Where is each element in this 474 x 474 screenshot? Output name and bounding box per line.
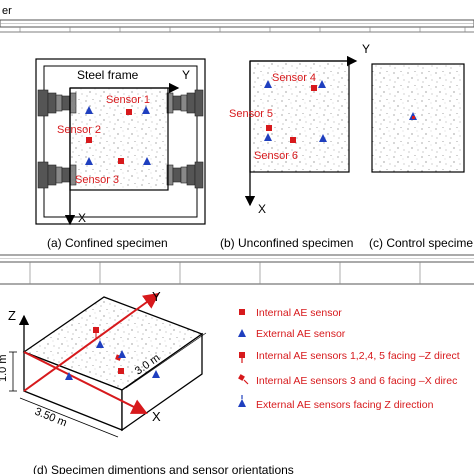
external-sensor-d1 — [96, 340, 104, 348]
clamp-right-bottom — [166, 161, 204, 189]
external-sensor-b3 — [264, 133, 272, 141]
legend-icon-external — [238, 329, 246, 337]
dim-height-label: 1.0 m — [0, 354, 9, 382]
dim-width-label: 3.50 m — [33, 406, 69, 430]
top-strip: er — [0, 5, 474, 33]
internal-sensor-5 — [266, 125, 272, 131]
caption-d: (d) Specimen dimentions and sensor orien… — [33, 463, 294, 474]
axis-x-label-b: X — [258, 202, 266, 216]
internal-sensor-4 — [311, 85, 317, 91]
legend-icon-internal — [239, 309, 245, 315]
axis-z-label: Z — [8, 308, 16, 323]
sensor-4-label: Sensor 4 — [272, 72, 316, 84]
panel-a: Steel frame Y X Sens — [35, 58, 206, 250]
external-sensor-b1 — [264, 80, 272, 88]
external-sensor-a2 — [142, 106, 150, 114]
sensor-1-label: Sensor 1 — [106, 94, 150, 106]
external-sensor-d2 — [118, 350, 126, 358]
unconfined-specimen — [249, 60, 350, 173]
axis-y-label-d: Y — [152, 289, 161, 304]
internal-sensor-2 — [86, 137, 92, 143]
steel-frame-label: Steel frame — [77, 68, 139, 82]
sensor-3-label: Sensor 3 — [75, 174, 119, 186]
sensor-6-label: Sensor 6 — [254, 150, 298, 162]
caption-a: (a) Confined specimen — [47, 236, 168, 250]
legend-facing-z: Internal AE sensors 1,2,4, 5 facing –Z d… — [256, 350, 460, 362]
panel-d: Z Y X 1.0 m 3.0 m 3.50 m Internal AE sen… — [0, 289, 460, 474]
legend-icon-facing-z — [239, 352, 245, 358]
legend-external-z: External AE sensors facing Z direction — [256, 399, 434, 411]
dim-width-line — [19, 397, 119, 438]
middle-strip — [0, 254, 474, 285]
panel-b: Y X Sensor 4 Sensor 5 Sensor 6 (b) Uncon… — [220, 42, 370, 250]
control-specimen — [371, 63, 465, 173]
axis-y-label-b: Y — [362, 42, 370, 56]
external-sensor-a3 — [85, 157, 93, 165]
panel-c: (c) Control specime — [369, 63, 473, 250]
legend: Internal AE sensor External AE sensor In… — [238, 307, 460, 411]
external-sensor-b4 — [319, 134, 327, 142]
caption-b: (b) Unconfined specimen — [220, 236, 353, 250]
axis-y-label: Y — [182, 68, 190, 82]
external-sensor-d3 — [65, 372, 73, 380]
external-sensor-d4 — [152, 370, 160, 378]
caption-c: (c) Control specime — [369, 236, 473, 250]
internal-sensor-c — [412, 116, 415, 119]
external-sensor-b2 — [318, 80, 326, 88]
internal-sensor-6 — [290, 137, 296, 143]
axis-x-label: X — [78, 211, 86, 225]
internal-sensor-3 — [118, 158, 124, 164]
legend-icon-external-z — [238, 399, 246, 407]
legend-external: External AE sensor — [256, 328, 346, 340]
axis-y-arrow-d — [23, 292, 160, 392]
sensor-5-label: Sensor 5 — [229, 108, 273, 120]
legend-internal: Internal AE sensor — [256, 307, 342, 319]
legend-facing-x: Internal AE sensors 3 and 6 facing –X di… — [256, 375, 457, 387]
legend-icon-facing-x — [238, 374, 245, 381]
sensor-2-label: Sensor 2 — [57, 124, 101, 136]
internal-sensor-d2 — [118, 368, 124, 374]
axis-x-arrow-d — [23, 351, 148, 414]
top-strip-fragment: er — [2, 5, 12, 17]
steel-frame-inner — [43, 65, 198, 218]
internal-sensor-d1 — [93, 327, 99, 333]
external-sensor-a1 — [85, 106, 93, 114]
dim-depth-line — [125, 332, 207, 389]
axis-x-label-d: X — [152, 409, 161, 424]
external-sensor-a4 — [143, 157, 151, 165]
internal-sensor-1 — [126, 109, 132, 115]
